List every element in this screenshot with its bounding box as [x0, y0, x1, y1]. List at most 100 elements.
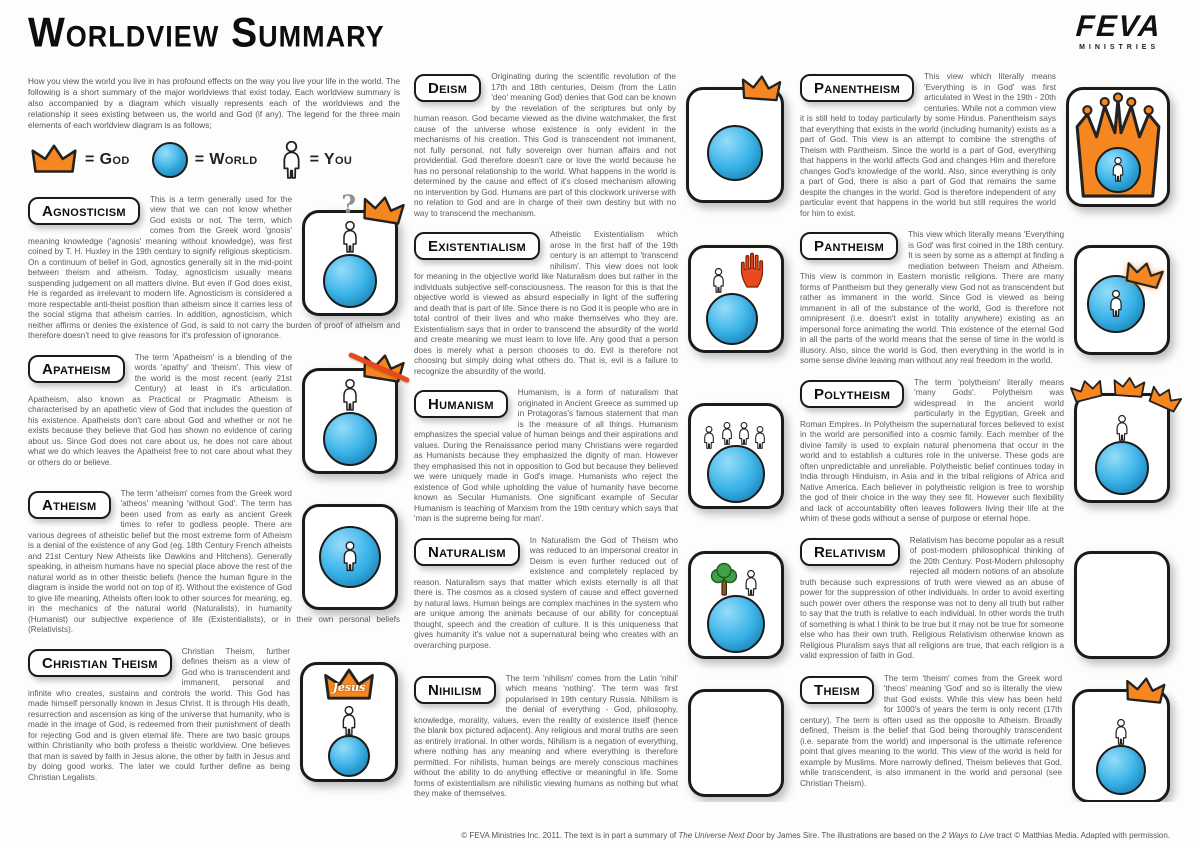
atheism-description: The term 'atheism' comes from the Greek … [28, 488, 400, 635]
person-icon [341, 379, 360, 411]
crown-icon [359, 191, 407, 228]
page-header: Worldview Summary FEVA MINISTRIES [0, 0, 1200, 66]
feva-logo: FEVA MINISTRIES [1075, 10, 1164, 51]
person-icon [1108, 290, 1124, 317]
pantheism-description: This view which literally means 'Everyth… [800, 230, 1064, 365]
crown-icon [739, 73, 783, 105]
crown-icon [30, 143, 78, 176]
footer-text: tract © Matthias Media. Adapted with per… [994, 831, 1170, 840]
jesus-crown-text: Jesus [332, 680, 366, 694]
legend-you-label: = You [309, 150, 353, 168]
worldview-naturalism: Naturalism In Naturalism the God of Thei… [414, 536, 786, 663]
copyright-footer: © FEVA Ministries Inc. 2011. The text is… [30, 831, 1170, 840]
theism-description: The term 'theism' comes from the Greek w… [800, 673, 1062, 788]
worldview-humanism: Humanism Humanism, is a form of naturali… [414, 388, 786, 525]
label-text: Apatheism [42, 360, 111, 378]
column-1: How you view the world you live in has p… [28, 72, 411, 802]
christian-theism-diagram: Jesus [300, 661, 398, 782]
christian-theism-description: Christian Theism, further defines theism… [28, 646, 290, 782]
nihilism-description: The term 'nihilism' comes from the Latin… [414, 673, 678, 799]
person-icon [711, 268, 726, 293]
world-icon [323, 411, 377, 466]
nihilism-diagram [688, 688, 784, 797]
existentialism-diagram [688, 245, 784, 353]
agnosticism-description: This is a term generally used for the vi… [28, 194, 400, 341]
atheism-label: Atheism [28, 490, 111, 519]
apatheism-label: Apatheism [28, 354, 125, 383]
panentheism-description: This view which literally means 'Everyth… [800, 72, 1056, 218]
person-icon [720, 422, 734, 445]
person-icon [753, 426, 767, 449]
panentheism-diagram [1066, 87, 1170, 207]
pantheism-diagram [1074, 245, 1170, 355]
tree-icon [709, 562, 739, 596]
christian-theism-label: Christian Theism [28, 648, 172, 677]
humanism-description: Humanism, is a form of naturalism that o… [414, 388, 678, 523]
footer-text: by James Sire. The illustrations are bas… [764, 831, 942, 840]
crown-icon [1111, 374, 1147, 399]
apatheism-diagram [302, 368, 411, 474]
relativism-description: Relativism has become popular as a resul… [800, 535, 1064, 661]
person-icon [1111, 157, 1126, 182]
person-icon [702, 426, 716, 449]
world-icon [707, 594, 765, 653]
legend-god: = God [30, 143, 130, 176]
label-text: Naturalism [428, 543, 506, 561]
naturalism-description: In Naturalism the God of Theism who was … [414, 535, 678, 650]
person-icon [1113, 719, 1129, 745]
world-icon [328, 734, 370, 777]
existentialism-description: Atheistic Existentialism which arose in … [414, 230, 678, 376]
deism-diagram [686, 87, 784, 203]
worldview-panentheism: Panentheism This view which literally me… [800, 72, 1172, 219]
label-text: Relativism [814, 543, 886, 561]
world-icon [323, 253, 377, 308]
worldview-pantheism: Pantheism This view which literally mean… [800, 230, 1172, 367]
logo-subtitle: MINISTRIES [1079, 44, 1160, 51]
label-text: Panentheism [814, 80, 901, 97]
raised-hand-icon [738, 252, 768, 288]
legend-you: = You [280, 141, 353, 179]
diagram-box [302, 503, 398, 610]
footer-tract-title: 2 Ways to Live [941, 831, 995, 840]
label-text: Humanism [428, 396, 494, 413]
logo-name: FEVA [1075, 10, 1164, 43]
blank-diagram-box [688, 688, 784, 797]
world-icon [707, 445, 765, 503]
worldview-apatheism: Apatheism The term 'Apatheism' is a blen… [28, 353, 411, 478]
humanism-diagram [688, 403, 784, 509]
blank-diagram-box [1074, 550, 1170, 659]
person-icon [1114, 415, 1130, 441]
polytheism-description: The term 'polytheism' literally means 'm… [800, 377, 1064, 524]
question-mark: ? [341, 189, 356, 219]
label-text: Deism [428, 80, 468, 97]
diagram-box [688, 403, 784, 509]
worldview-existentialism: Existentialism Atheistic Existentialism … [414, 230, 786, 377]
worldview-atheism: Atheism The term 'atheism' comes from th… [28, 489, 400, 636]
naturalism-diagram [688, 550, 784, 659]
crown-icon [1123, 673, 1168, 706]
panentheism-label: Panentheism [800, 74, 915, 102]
deism-description: Originating during the scientific revolu… [414, 72, 676, 218]
world-icon [706, 293, 759, 345]
label-text: Theism [814, 681, 860, 699]
world-icon [1096, 744, 1146, 795]
person-icon [340, 706, 358, 736]
worldview-christian-theism: Christian Theism Jesus Christian Theism,… [28, 647, 400, 786]
pantheism-label: Pantheism [800, 232, 899, 260]
person-icon [743, 570, 759, 596]
theism-label: Theism [800, 675, 874, 704]
legend-god-label: = God [85, 150, 130, 168]
person-icon [280, 141, 303, 179]
footer-book-title: The Universe Next Door [678, 831, 765, 840]
content-columns: How you view the world you live in has p… [0, 66, 1200, 802]
legend-world-label: = World [194, 150, 258, 168]
agnosticism-diagram: ? [302, 190, 398, 316]
atheism-diagram [302, 503, 398, 610]
polytheism-label: Polytheism [800, 379, 905, 408]
label-text: Atheism [42, 496, 97, 514]
worldview-theism: Theism The term 'theism' comes from the … [800, 673, 1172, 802]
world-icon [151, 141, 188, 178]
nihilism-label: Nihilism [414, 675, 496, 704]
person-icon [737, 422, 751, 445]
page-title: Worldview Summary [28, 9, 385, 57]
